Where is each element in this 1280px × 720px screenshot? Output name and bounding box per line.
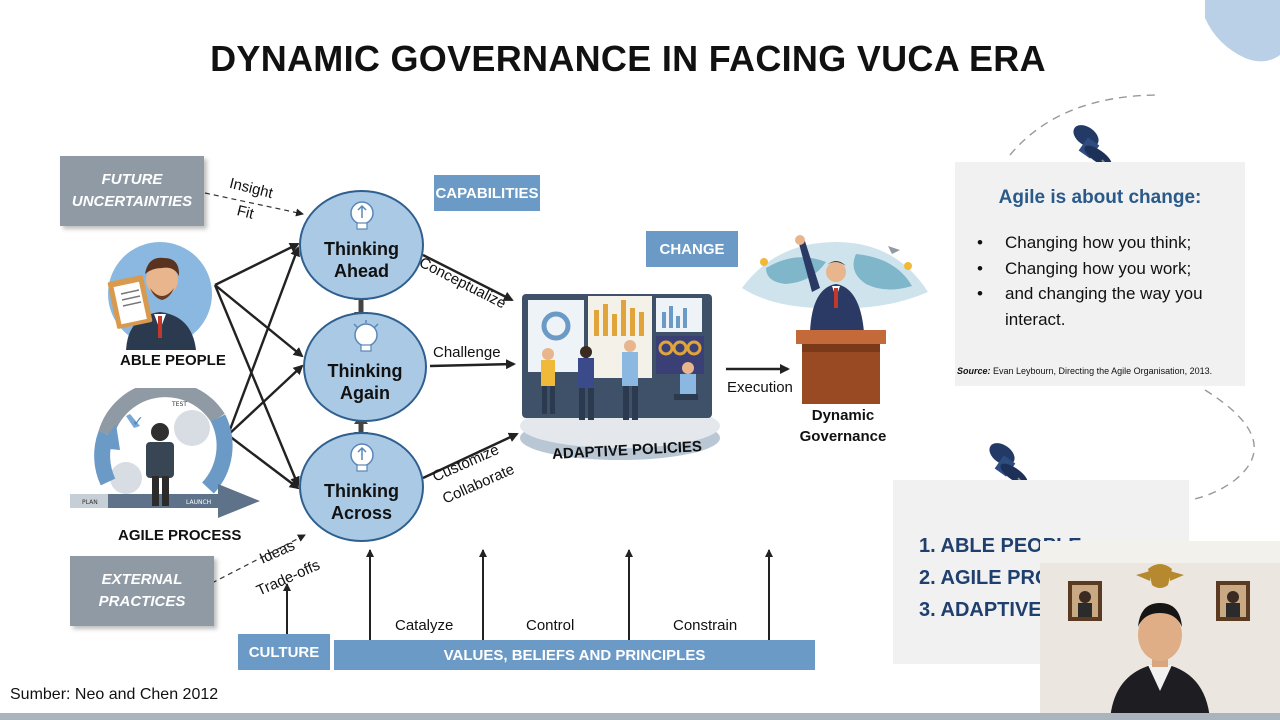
agile-quote-card: Agile is about change: Changing how you … <box>955 162 1245 386</box>
culture-label: CULTURE <box>238 634 330 670</box>
bottom-bar <box>0 713 1280 720</box>
execution-label: Execution <box>727 379 793 396</box>
page-title: DYNAMIC GOVERNANCE IN FACING VUCA ERA <box>210 38 1046 79</box>
agile-bullet-list: Changing how you think; Changing how you… <box>977 230 1235 332</box>
capabilities-label: CAPABILITIES <box>434 175 540 211</box>
values-beliefs-bar: VALUES, BELIEFS AND PRINCIPLES <box>334 640 815 670</box>
lightbulb-icon <box>350 443 374 472</box>
agile-card-source: Source: Evan Leybourn, Directing the Agi… <box>957 366 1212 376</box>
control-label: Control <box>526 617 575 634</box>
external-practices-box: EXTERNAL PRACTICES <box>70 556 214 626</box>
source-label: Source: <box>957 366 991 376</box>
dynamic-governance-illustration <box>742 235 928 404</box>
cycle-plan-text: PLAN <box>82 499 98 506</box>
cycle-launch-text: LAUNCH <box>186 499 211 506</box>
lightbulb-icon <box>353 320 379 352</box>
dynamic-governance-label: Dynamic Governance <box>799 407 887 445</box>
cycle-test-text: TEST <box>171 401 187 408</box>
constrain-label: Constrain <box>673 617 738 634</box>
thinking-ahead-text: Thinking Ahead <box>324 239 399 281</box>
thinking-again-circle: Thinking Again <box>303 312 427 422</box>
adaptive-policies-illustration <box>520 294 720 460</box>
agile-process-label: AGILE PROCESS <box>118 527 242 544</box>
lightbulb-icon <box>350 201 374 230</box>
list-item: and changing the way you interact. <box>977 281 1235 332</box>
change-label: CHANGE <box>646 231 738 267</box>
agile-process-illustration: PLAN TEST LAUNCH ✓ <box>70 388 260 518</box>
thinking-across-text: Thinking Across <box>324 481 399 523</box>
thinking-ahead-circle: Thinking Ahead <box>299 190 424 300</box>
fit-label: Fit <box>235 202 256 223</box>
able-people-illustration <box>107 242 212 350</box>
catalyze-label: Catalyze <box>395 617 454 634</box>
list-item: Changing how you think; <box>977 230 1235 256</box>
webcam-video-overlay <box>1040 541 1280 720</box>
presenter-video-frame <box>1040 541 1280 720</box>
thinking-again-text: Thinking Again <box>327 361 403 403</box>
pushpin-icon <box>989 443 1031 493</box>
list-item: Changing how you work; <box>977 256 1235 282</box>
check-icon: ✓ <box>132 413 144 429</box>
challenge-label: Challenge <box>433 344 501 361</box>
pushpin-icon <box>1073 125 1115 175</box>
able-people-label: ABLE PEOPLE <box>120 352 226 369</box>
thinking-across-circle: Thinking Across <box>299 432 424 542</box>
corner-decoration <box>1205 0 1280 62</box>
source-citation: Sumber: Neo and Chen 2012 <box>10 686 219 703</box>
future-uncertainties-box: FUTURE UNCERTAINTIES <box>60 156 204 226</box>
source-text: Evan Leybourn, Directing the Agile Organ… <box>990 366 1213 376</box>
agile-card-heading: Agile is about change: <box>998 187 1202 208</box>
